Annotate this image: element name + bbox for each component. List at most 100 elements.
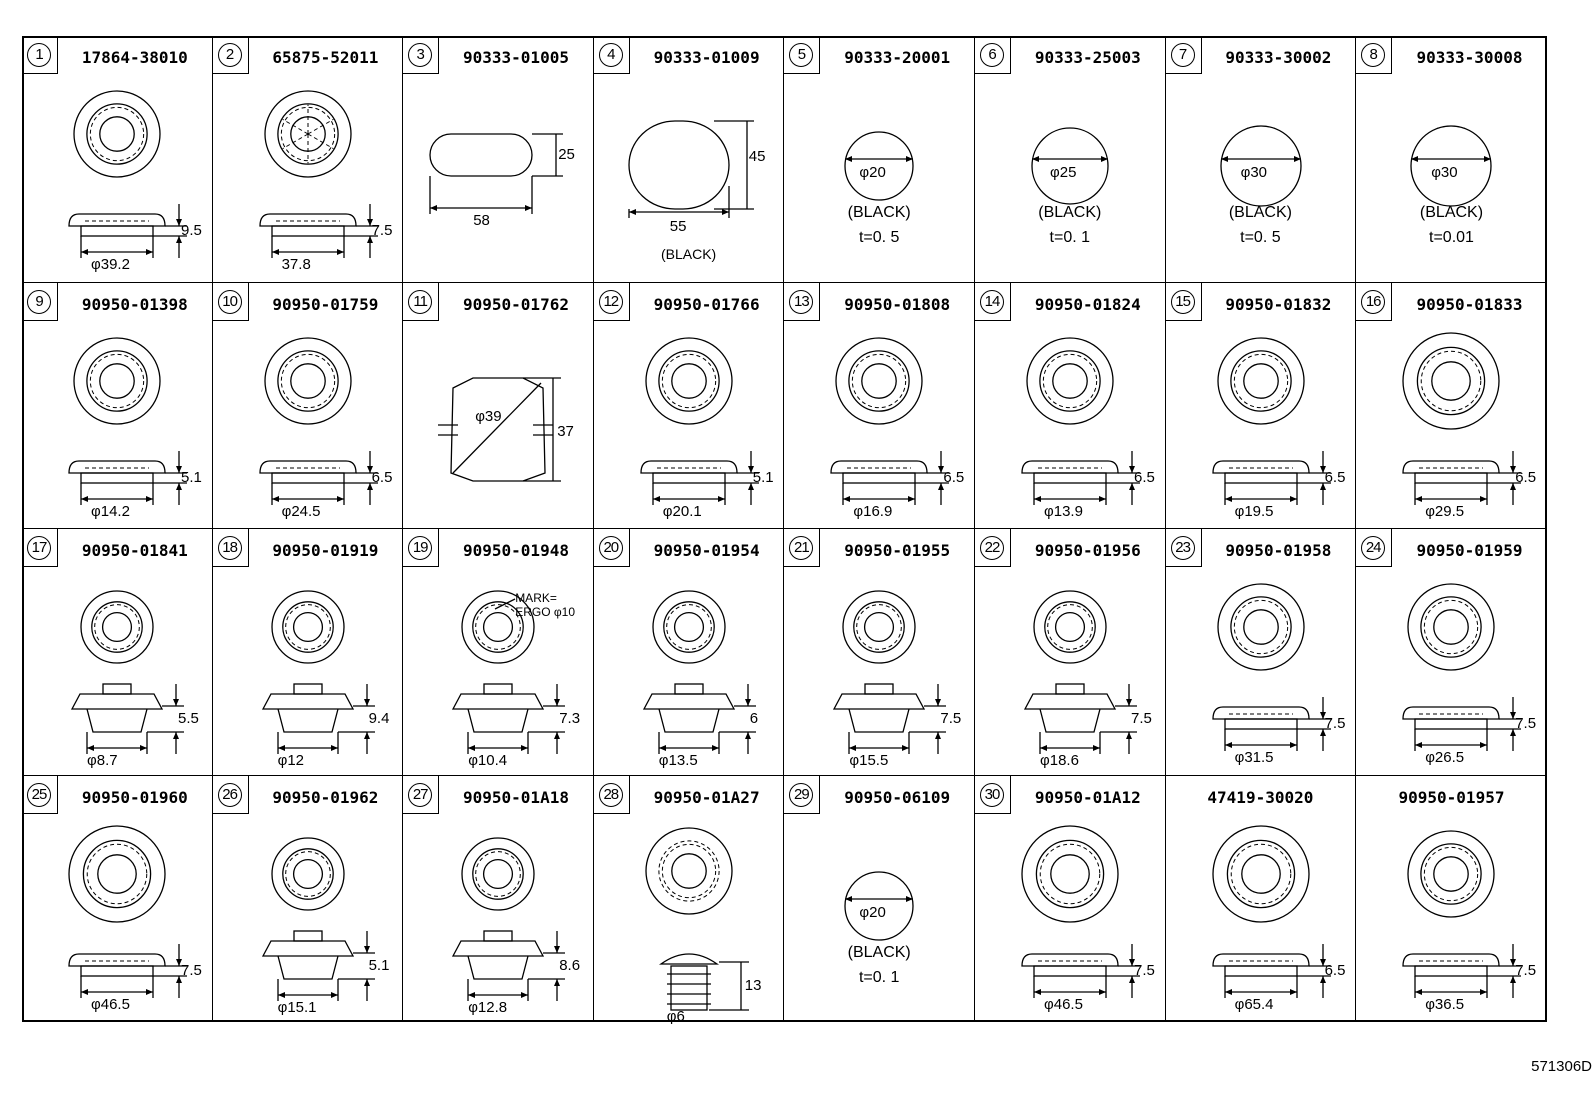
item-number-badge: 28 <box>593 775 630 814</box>
part-number[interactable]: 90333-30008 <box>1416 48 1523 67</box>
part-number[interactable]: 90950-01398 <box>81 294 188 314</box>
diameter-label: φ30 <box>1240 164 1268 181</box>
part-number[interactable]: 90950-01A27 <box>653 787 760 807</box>
part-number[interactable]: 90333-01009 <box>653 48 760 67</box>
item-number-badge: 14 <box>975 282 1011 321</box>
item-number: 2 <box>217 43 242 67</box>
part-number[interactable]: 90333-25003 <box>1034 48 1141 67</box>
diagram-code: 571306D <box>1531 1058 1592 1075</box>
item-number-badge: 15 <box>1165 282 1202 321</box>
part-number[interactable]: 90950-01A12 <box>1034 787 1141 807</box>
part-number[interactable]: 90950-01759 <box>272 294 379 314</box>
plug-drawing <box>261 836 375 1001</box>
diameter-label: φ65.4 <box>1234 995 1274 1013</box>
part-number[interactable]: 90950-01766 <box>653 294 760 314</box>
disc-drawing <box>1031 127 1109 205</box>
height-label: 6.5 <box>1134 468 1155 486</box>
item-number-badge: 16 <box>1356 282 1393 321</box>
item-number: 30 <box>980 782 1004 807</box>
part-number[interactable]: 90950-01A18 <box>463 787 569 807</box>
diameter-label: φ20.1 <box>662 502 702 520</box>
part-number[interactable]: 90950-01841 <box>81 541 188 560</box>
part-number[interactable]: 17864-38010 <box>81 48 188 67</box>
part-number[interactable]: 90950-01954 <box>653 541 760 560</box>
part-number[interactable]: 90950-01958 <box>1225 541 1332 560</box>
part-number[interactable]: 90950-01956 <box>1034 541 1141 560</box>
part-cell[interactable]: 12 90950-01766 5.1 φ20.1 <box>593 282 785 529</box>
part-number[interactable]: 90333-01005 <box>463 48 569 67</box>
part-number[interactable]: 90950-01959 <box>1416 541 1523 560</box>
height-label: 37 <box>557 422 574 440</box>
item-number-badge: 11 <box>403 282 440 321</box>
part-number[interactable]: 90333-30002 <box>1225 48 1332 67</box>
item-number-badge: 27 <box>403 775 440 814</box>
diameter-label: φ20 <box>859 164 886 181</box>
part-number[interactable]: 90950-01833 <box>1416 294 1523 314</box>
item-number: 17 <box>27 536 51 560</box>
item-number: 21 <box>789 536 814 560</box>
part-number[interactable]: 90950-01962 <box>272 787 379 807</box>
part-number[interactable]: 90950-01832 <box>1225 294 1332 314</box>
part-number[interactable]: 90950-06109 <box>844 787 951 807</box>
part-number[interactable]: 90950-01808 <box>844 294 951 314</box>
part-number[interactable]: 65875-52011 <box>272 48 379 67</box>
thickness-label: t=0. 5 <box>858 229 900 246</box>
item-number: 18 <box>217 536 242 560</box>
height-label: 5.1 <box>752 468 774 486</box>
diameter-label: 37.8 <box>281 256 311 273</box>
item-number-badge: 12 <box>593 282 630 321</box>
part-number[interactable]: 90950-01919 <box>272 541 379 560</box>
part-number[interactable]: 90950-01762 <box>463 294 569 314</box>
plug-drawing <box>642 590 756 754</box>
part-number[interactable]: 90950-01960 <box>81 787 188 807</box>
item-number-badge: 4 <box>593 36 630 74</box>
part-number[interactable]: 47419-30020 <box>1207 787 1314 807</box>
diameter-label: φ46.5 <box>1044 995 1083 1013</box>
grommet-drawing <box>1021 824 1140 998</box>
part-number[interactable]: 90950-01957 <box>1398 787 1505 807</box>
part-number[interactable]: 90950-01948 <box>463 541 569 560</box>
part-number[interactable]: 90950-01824 <box>1034 294 1141 314</box>
height-label: 9.5 <box>181 222 202 239</box>
part-number[interactable]: 90950-01955 <box>844 541 951 560</box>
diameter-label: φ6 <box>666 1007 685 1025</box>
height-label: 5.1 <box>368 956 390 974</box>
height-label: 9.4 <box>368 710 390 727</box>
grommet-spoked-drawing <box>258 90 378 258</box>
grommet-drawing <box>68 824 187 998</box>
diameter-label: φ24.5 <box>281 502 321 520</box>
part-number[interactable]: 90333-20001 <box>844 48 951 67</box>
